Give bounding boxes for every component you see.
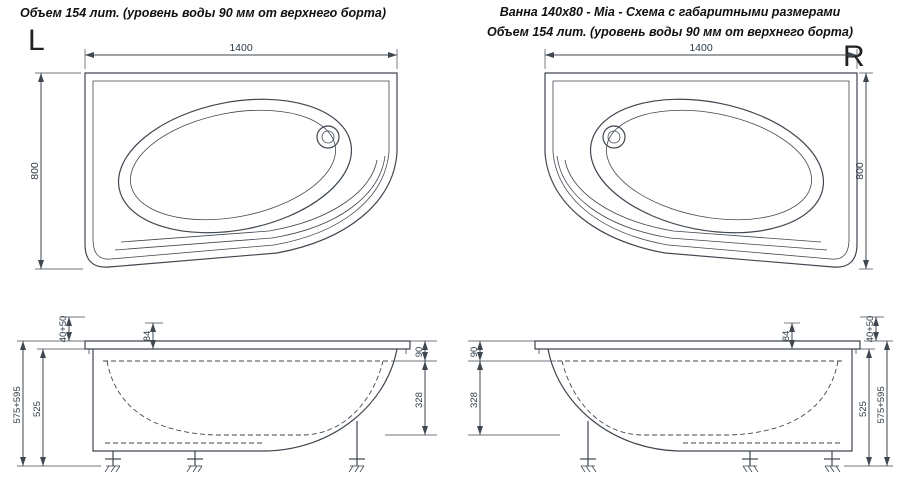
orientation-label-left: L: [28, 24, 45, 57]
drain-icon: [602, 125, 626, 149]
dim-800-label: 800: [29, 162, 41, 180]
dim-width-left: 1400: [84, 42, 398, 69]
dim-328-label: 328: [469, 392, 480, 408]
dim-800-label: 800: [854, 162, 866, 180]
dim-525-label: 525: [858, 401, 869, 417]
dim-90-label: 90: [469, 347, 480, 358]
plan-view-right: 1400 800: [544, 42, 873, 270]
dim-depth-right: 328: [468, 361, 560, 436]
dim-575-595-label: 575+595: [876, 386, 887, 423]
dim-depth-left: 328: [385, 361, 437, 436]
dim-rim-range-right: 40+50: [860, 316, 884, 343]
dim-40-50-label: 40+50: [58, 316, 69, 343]
dim-575-595-label: 575+595: [12, 386, 23, 423]
tub-outline-right: [544, 72, 858, 268]
bath-body-left: [84, 340, 411, 452]
dim-body-height-left: 525: [32, 348, 89, 466]
drain-icon: [316, 125, 340, 149]
bath-body-right: [534, 340, 861, 473]
dim-90-label: 90: [414, 347, 425, 358]
leg: [742, 451, 759, 473]
dim-width-right: 1400: [544, 42, 858, 69]
legs-left: [104, 421, 365, 473]
basin-left: [117, 98, 353, 234]
dim-40-50-label: 40+50: [865, 316, 876, 343]
dim-1400-label: 1400: [689, 42, 713, 54]
dim-total-height-right: 575+595: [844, 340, 893, 467]
elevation-view-left: 575+595 525 40+50 84 90 328: [12, 316, 437, 473]
dim-328-label: 328: [414, 392, 425, 408]
plan-view-left: 1400 800: [29, 42, 398, 270]
dim-1400-label: 1400: [229, 42, 253, 54]
drawing-title: Ванна 140x80 - Mia - Схема с габаритными…: [499, 5, 841, 19]
elevation-view-right: 90 328 84 40+50 525 575+595: [468, 316, 893, 473]
dim-525-label: 525: [32, 401, 43, 417]
right-view-note: Объем 154 лит. (уровень воды 90 мм от ве…: [487, 25, 853, 39]
dim-height-left: 800: [29, 72, 83, 270]
leg: [186, 451, 203, 473]
leg: [348, 421, 365, 473]
leg: [580, 421, 597, 473]
leg: [824, 451, 841, 473]
tub-outline-left: [84, 72, 398, 268]
dim-rim-range-left: 40+50: [58, 316, 85, 343]
dim-height-right: 800: [854, 72, 873, 270]
dim-headrest-right: 84: [781, 322, 800, 349]
dim-headrest-left: 84: [142, 322, 163, 349]
dim-water-offset-right: 90: [468, 340, 556, 362]
left-view-note: Объем 154 лит. (уровень воды 90 мм от ве…: [20, 6, 386, 20]
dim-84-label: 84: [142, 331, 153, 342]
dim-water-offset-left: 90: [391, 340, 437, 362]
dim-total-height-left: 575+595: [12, 340, 101, 467]
leg: [104, 451, 121, 473]
dim-84-label: 84: [781, 331, 792, 342]
dim-body-height-right: 525: [854, 348, 875, 466]
